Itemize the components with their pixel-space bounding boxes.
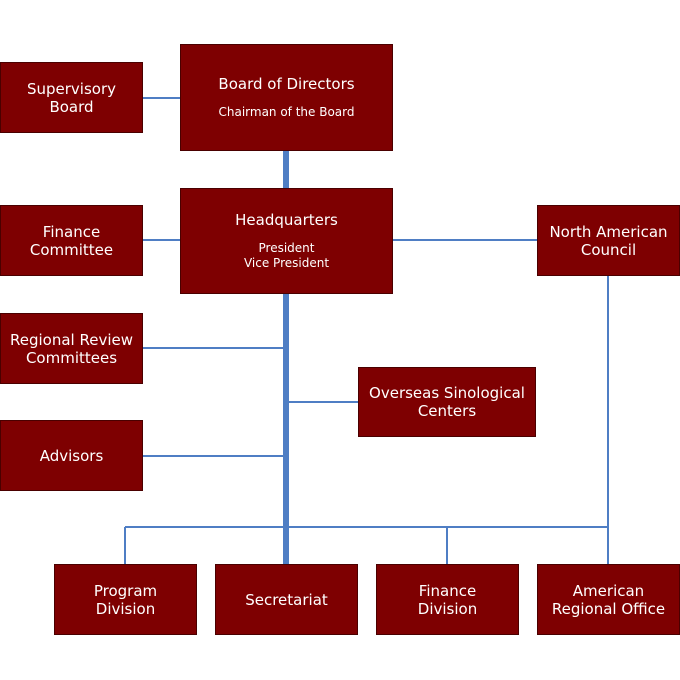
american-regional-office-box: American Regional Office [537, 564, 680, 635]
board-of-directors-label: Board of Directors [218, 75, 355, 93]
finance-division-box: Finance Division [376, 564, 519, 635]
secretariat-label: Secretariat [245, 590, 328, 609]
finance-committee-label: Finance Committee [29, 222, 114, 259]
north-american-council-box: North American Council [537, 205, 680, 276]
supervisory-board-box: Supervisory Board [0, 62, 143, 133]
program-division-label: Program Division [93, 581, 158, 618]
secretariat-box: Secretariat [215, 564, 358, 635]
overseas-sinological-centers-box: Overseas Sinological Centers [358, 367, 536, 437]
supervisory-board-label: Supervisory Board [26, 79, 117, 116]
advisors-box: Advisors [0, 420, 143, 491]
board-of-directors-box: Board of Directors Chairman of the Board [180, 44, 393, 151]
finance-division-label: Finance Division [417, 581, 478, 618]
headquarters-subtitle: President Vice President [243, 241, 330, 270]
north-american-council-label: North American Council [549, 222, 668, 259]
advisors-label: Advisors [39, 446, 104, 465]
finance-committee-box: Finance Committee [0, 205, 143, 276]
regional-review-committees-label: Regional Review Committees [10, 330, 133, 367]
headquarters-box: Headquarters President Vice President [180, 188, 393, 294]
headquarters-label: Headquarters [235, 211, 338, 229]
american-regional-office-label: American Regional Office [551, 581, 666, 618]
board-of-directors-subtitle: Chairman of the Board [218, 105, 355, 119]
overseas-sinological-centers-label: Overseas Sinological Centers [369, 384, 525, 420]
program-division-box: Program Division [54, 564, 197, 635]
regional-review-committees-box: Regional Review Committees [0, 313, 143, 384]
